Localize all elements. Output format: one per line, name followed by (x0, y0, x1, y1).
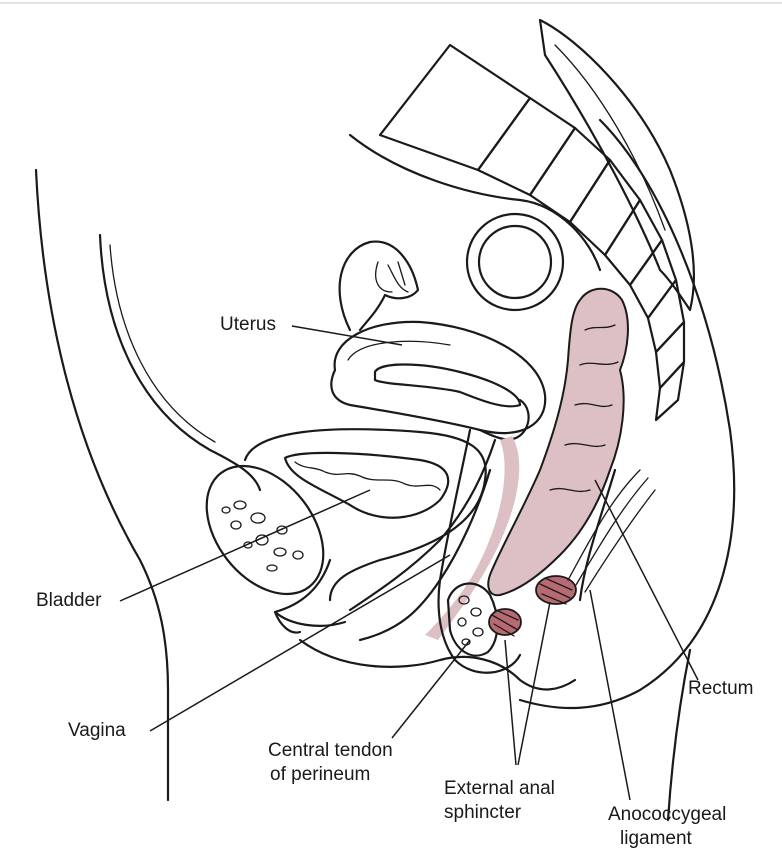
leader-external-anal-b (518, 602, 550, 765)
pubic-bone-pores (222, 501, 303, 571)
gluteal-outline (668, 650, 690, 820)
label-vagina: Vagina (68, 720, 126, 742)
label-uterus: Uterus (220, 314, 276, 336)
abdominal-wall-inner (100, 235, 260, 490)
label-central-tendon-1: Central tendon (268, 740, 393, 762)
bowel-loop-outer (467, 214, 563, 310)
leader-uterus (292, 326, 402, 345)
label-rectum: Rectum (688, 678, 753, 700)
label-central-tendon-2: of perineum (270, 764, 370, 786)
leader-external-anal-a (505, 640, 516, 765)
bladder-mucosa (295, 462, 440, 490)
label-external-anal-1: External anal (444, 778, 555, 800)
uterus-cavity (375, 365, 520, 407)
leader-rectum (595, 480, 698, 680)
pubic-bone (183, 444, 347, 617)
urethra (275, 560, 345, 626)
tube-fimbriae (376, 262, 408, 292)
vertebral-column (380, 45, 684, 420)
bowel-loop-inner (479, 226, 551, 298)
label-bladder: Bladder (36, 590, 102, 612)
central-tendon-texture (458, 596, 483, 645)
label-external-anal-2: sphincter (444, 802, 521, 824)
sacral-canal (555, 45, 665, 230)
label-anococcygeal-1: Anococcygeal (608, 804, 726, 826)
leader-central-tendon (392, 640, 470, 738)
label-anococcygeal-2: ligament (620, 828, 692, 850)
posterior-body-wall (520, 120, 734, 708)
leader-vagina (150, 555, 450, 731)
leader-anococcygeal (590, 590, 630, 800)
